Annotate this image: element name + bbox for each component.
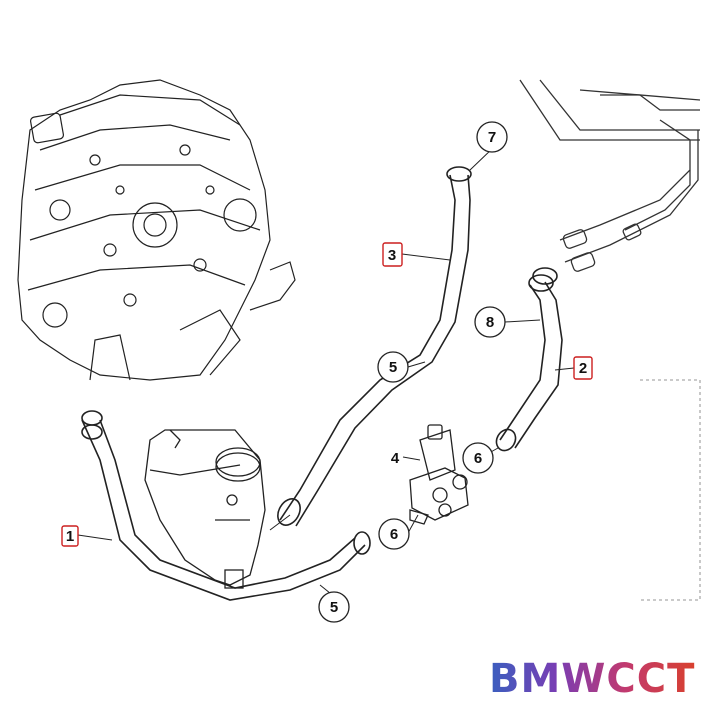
- callout-5-upper-circle: [377, 351, 409, 383]
- callout-5-lower-circle: [318, 591, 350, 623]
- callout-3: 3: [382, 242, 403, 267]
- callout-2-box: [573, 356, 593, 380]
- callout-5-upper: 5: [377, 351, 409, 383]
- callout-1-box: [61, 525, 79, 547]
- callout-8-label: 8: [486, 314, 494, 331]
- callout-7-circle: [476, 121, 508, 153]
- watermark-text: BMWCCT: [489, 656, 696, 702]
- callout-3-label: 3: [388, 247, 396, 264]
- callout-5-lower: 5: [318, 591, 350, 623]
- callout-8: 8: [474, 306, 506, 338]
- callout-6-upper-label: 6: [474, 450, 482, 467]
- watermark-logo: BMWCCT: [489, 656, 703, 703]
- callout-4-label: 4: [391, 450, 400, 467]
- callout-7: 7: [476, 121, 508, 153]
- hose-1: [81, 410, 371, 601]
- engine-block: [17, 79, 296, 381]
- callout-1-label: 1: [66, 528, 74, 545]
- callout-6-lower-circle: [378, 518, 410, 550]
- expansion-tank: [144, 429, 266, 589]
- callout-6-upper: 6: [462, 442, 494, 474]
- callout-4: 4: [391, 450, 400, 467]
- callout-1: 1: [61, 525, 79, 547]
- callout-6-lower-label: 6: [390, 526, 398, 543]
- callout-8-circle: [474, 306, 506, 338]
- valve-assembly: [409, 424, 469, 525]
- hose-3-5: [277, 166, 472, 527]
- callout-5-lower-label: 5: [330, 599, 338, 616]
- callout-6-lower: 6: [378, 518, 410, 550]
- callout-2-label: 2: [579, 360, 587, 377]
- callout-3-box: [382, 242, 403, 267]
- heater-assembly: [519, 79, 701, 601]
- leader-lines: [77, 146, 575, 607]
- callout-5-upper-label: 5: [389, 359, 397, 376]
- callout-2: 2: [573, 356, 593, 380]
- callout-7-label: 7: [488, 129, 496, 146]
- callout-6-upper-circle: [462, 442, 494, 474]
- hose-2-8: [495, 267, 563, 452]
